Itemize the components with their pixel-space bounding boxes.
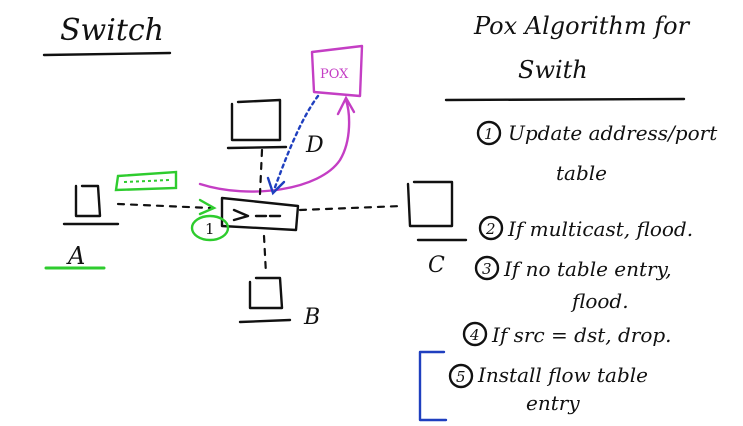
step-5-bracket [418, 350, 448, 422]
diagram-title: Switch [60, 13, 164, 48]
link-switch-d [258, 148, 264, 196]
step-1-line2: table [556, 161, 607, 185]
ingress-port-label: 1 [205, 220, 215, 238]
algorithm-title-line2: Swith [518, 56, 588, 84]
algorithm-step-4: 4 If src = dst, drop. [462, 321, 672, 347]
pox-controller-label: POX [320, 67, 349, 82]
algorithm-title-underline [444, 97, 686, 102]
switch-icon [220, 196, 300, 232]
step-2-line1: If multicast, flood. [507, 217, 693, 241]
algorithm-panel: Pox Algorithm for Swith 1 Update address… [418, 12, 718, 422]
link-a-switch-arrowhead [198, 198, 217, 216]
link-a-switch [116, 202, 212, 210]
host-a-icon [62, 184, 120, 226]
step-3-line1: If no table entry, [503, 257, 672, 281]
host-a-label: A [66, 242, 85, 270]
flow-install-arrow [272, 94, 320, 192]
algorithm-title-line1: Pox Algorithm for [473, 12, 691, 40]
algorithm-step-2: 2 If multicast, flood. [478, 215, 693, 241]
step-5-number: 5 [456, 368, 466, 386]
step-1-line1: Update address/port [508, 121, 718, 145]
host-c-label: C [428, 253, 445, 278]
step-2-number: 2 [485, 220, 496, 238]
step-5-line1: Install flow table [477, 363, 648, 387]
host-c-icon [406, 180, 468, 242]
step-3-number: 3 [482, 260, 492, 278]
step-1-number: 1 [484, 125, 494, 143]
host-d-icon [226, 98, 288, 150]
pox-controller: POX [310, 44, 364, 98]
ingress-port-marker: 1 [190, 214, 230, 242]
flow-install-arrowhead [266, 176, 286, 196]
controller-request-arrow [198, 98, 351, 193]
controller-request-arrowhead [336, 95, 356, 116]
host-d-label: D [305, 133, 324, 158]
step-4-line1: If src = dst, drop. [491, 323, 672, 347]
step-5-line2: entry [526, 391, 580, 415]
algorithm-step-1: 1 Update address/port table [476, 120, 718, 185]
link-switch-c [298, 204, 404, 212]
host-b-icon [238, 276, 292, 324]
link-switch-b [262, 234, 268, 276]
packet-icon [114, 170, 178, 192]
algorithm-step-3: 3 If no table entry, flood. [474, 255, 672, 313]
algorithm-step-5: 5 Install flow table entry [448, 363, 648, 415]
step-4-number: 4 [469, 326, 480, 344]
title-underline [42, 51, 172, 57]
step-3-line2: flood. [570, 289, 629, 313]
switch-diagram: Switch D POX A [42, 13, 468, 330]
host-b-label: B [303, 305, 320, 330]
